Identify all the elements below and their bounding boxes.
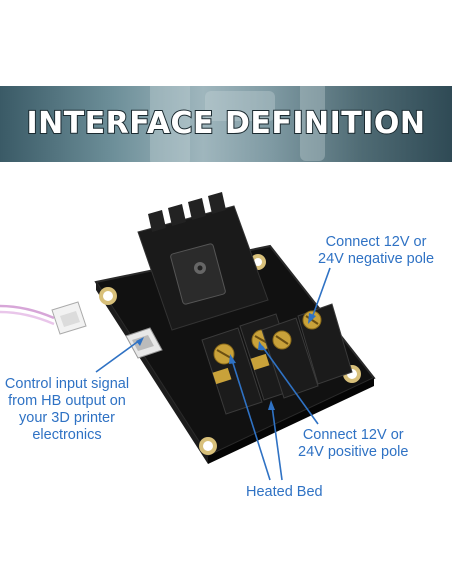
- callout-line-bed-1: [231, 359, 271, 481]
- banner-background-shape: [300, 86, 325, 161]
- control-input-label-line: Control input signal: [4, 376, 130, 392]
- control-input-label-line: electronics: [32, 427, 102, 443]
- heated-bed-label: Heated Bed: [246, 484, 323, 501]
- banner-background-shape: [205, 91, 275, 121]
- pcb-board-side: [96, 282, 208, 464]
- callout-line-bed-2: [271, 405, 283, 481]
- connector-cable-icon: [0, 301, 87, 335]
- page-title: INTERFACE DEFINITION: [25, 105, 426, 142]
- negative-pole-label-line: 24V negative pole: [318, 251, 435, 267]
- callout-line-negative: [311, 267, 331, 319]
- callout-line-positive: [261, 345, 319, 425]
- mounting-hole-icon: [99, 287, 117, 305]
- terminal-block-icon: [201, 327, 263, 415]
- negative-pole-label-line: Connect 12V or: [325, 234, 427, 250]
- heatsink-icon: [137, 192, 269, 331]
- control-input-label: Control input signal from HB output on y…: [0, 376, 134, 444]
- arrowhead-icon: [229, 354, 236, 364]
- control-input-label-line: your 3D printer: [19, 410, 115, 426]
- banner-background-shape: [150, 86, 190, 162]
- heated-bed-label-text: Heated Bed: [246, 484, 323, 500]
- signal-connector: [125, 327, 163, 359]
- control-input-label-line: from HB output on: [8, 393, 126, 409]
- arrowhead-icon: [258, 341, 265, 350]
- mounting-hole-icon: [250, 254, 266, 270]
- arrowhead-icon: [308, 313, 316, 324]
- mounting-hole-icon: [199, 437, 217, 455]
- positive-pole-label-line: 24V positive pole: [298, 444, 409, 460]
- pcb-board-edge: [208, 378, 374, 464]
- terminal-block-icon: [261, 317, 319, 399]
- title-banner: INTERFACE DEFINITION: [0, 86, 452, 162]
- negative-pole-label: Connect 12V or 24V negative pole: [318, 234, 434, 268]
- arrowhead-icon: [268, 400, 275, 410]
- positive-pole-label: Connect 12V or 24V positive pole: [298, 427, 408, 461]
- callout-line-control: [95, 339, 141, 373]
- arrowhead-icon: [136, 337, 144, 346]
- positive-pole-label-line: Connect 12V or: [302, 427, 404, 443]
